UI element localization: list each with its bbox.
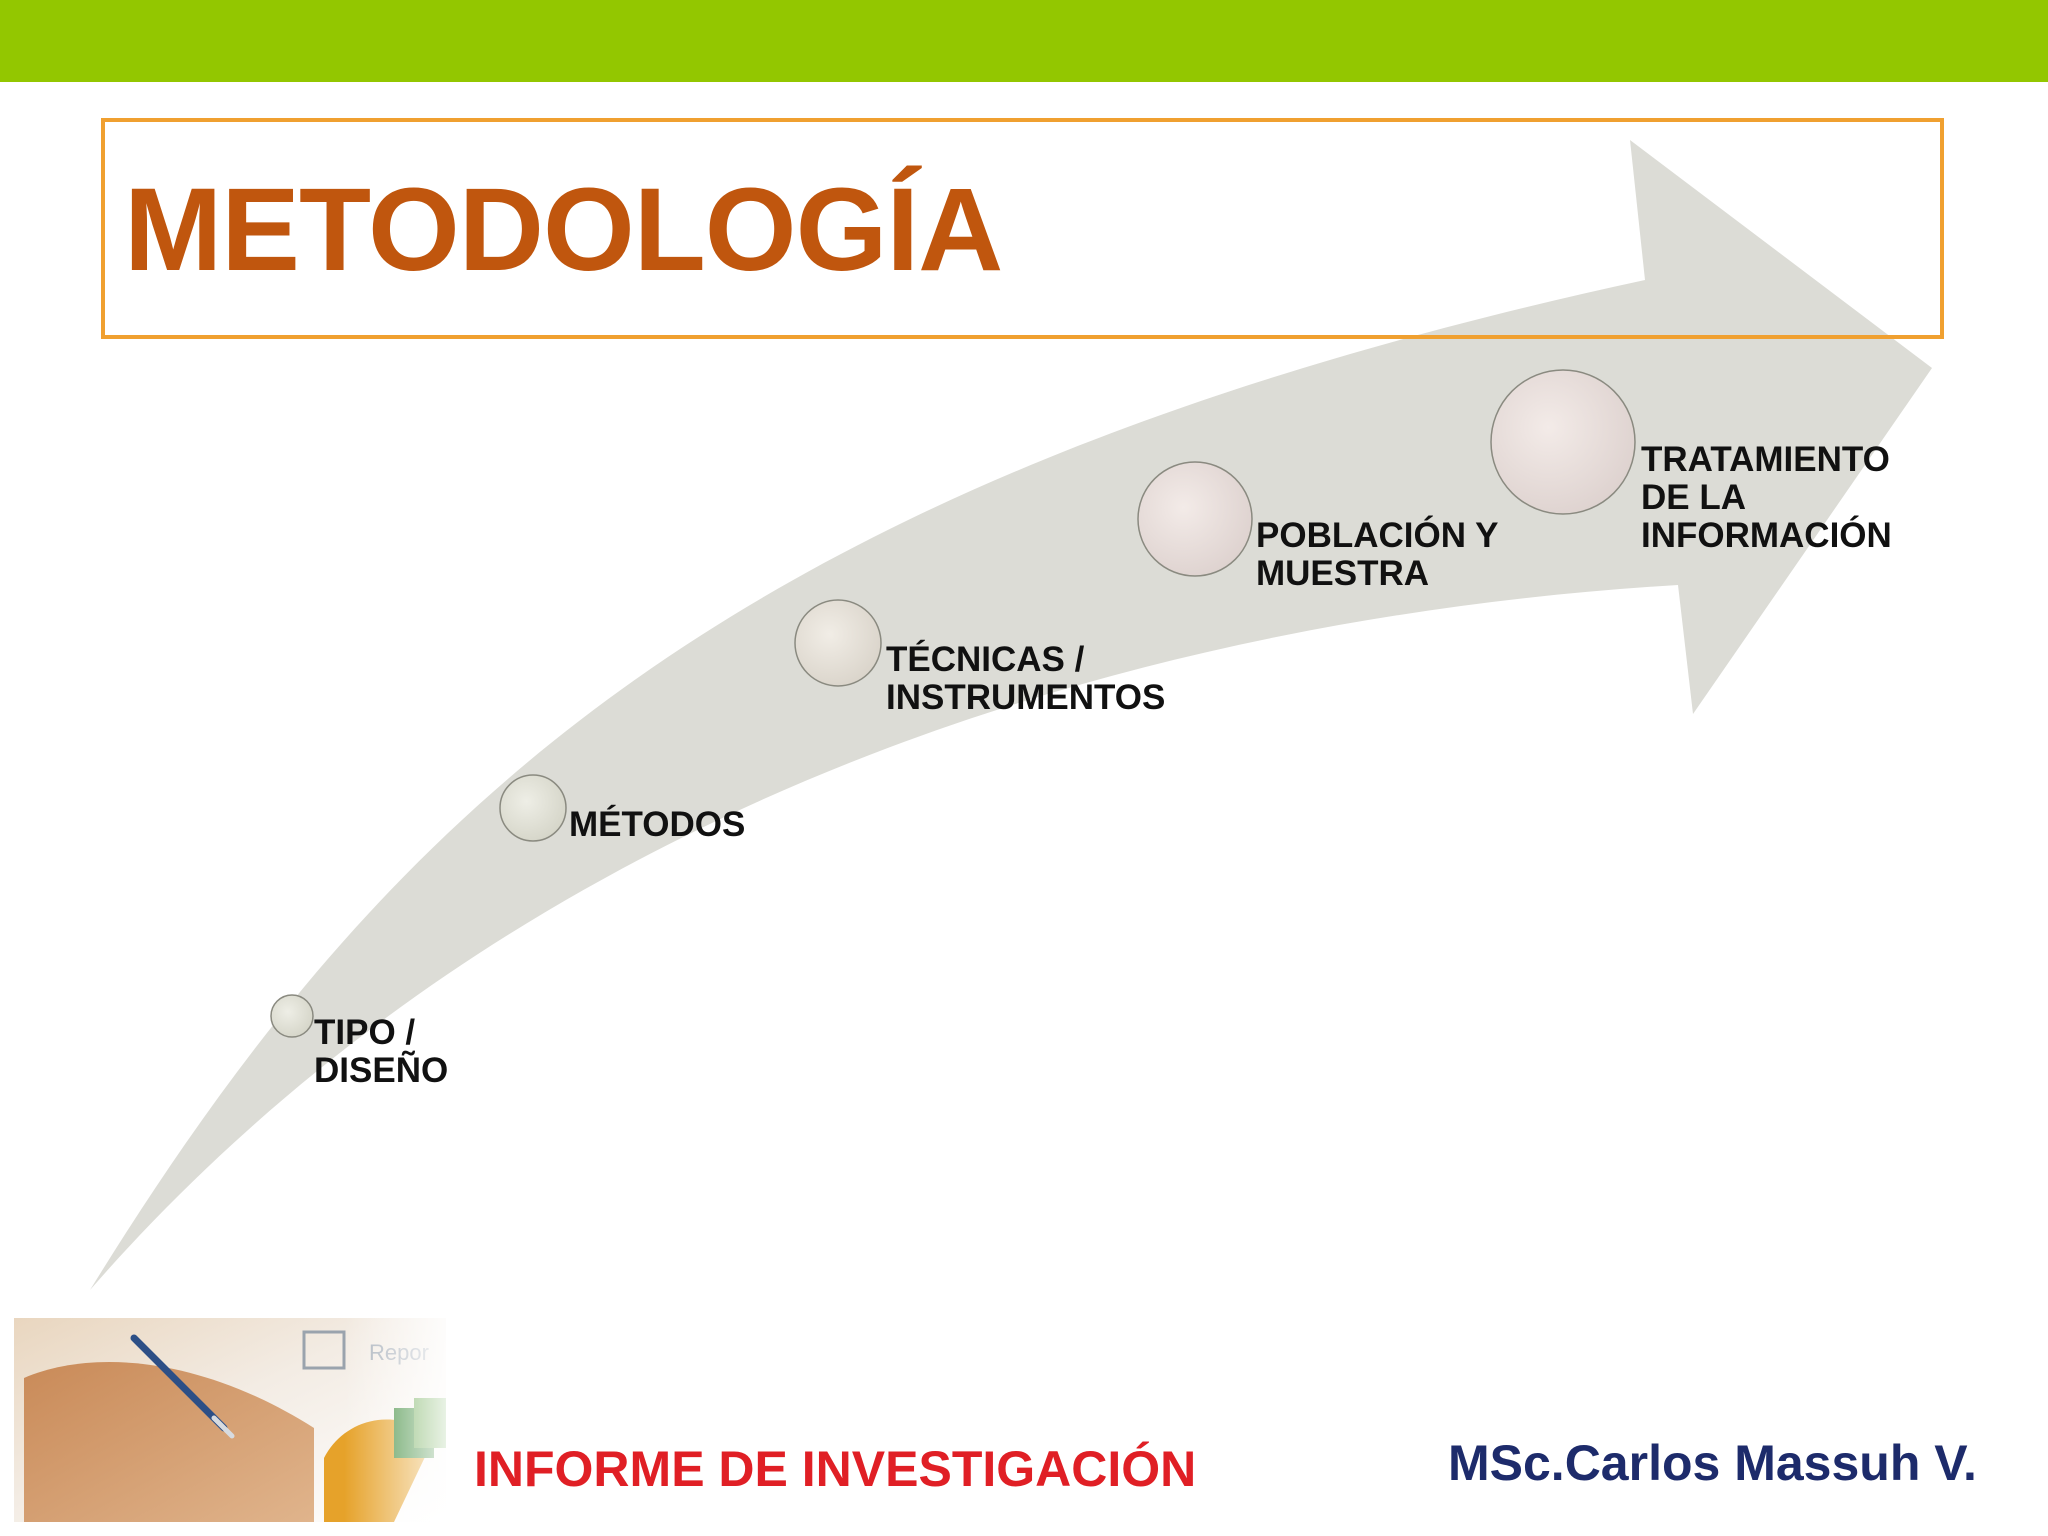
step-circle-tipo — [270, 994, 314, 1038]
step-label-line: INFORMACIÓN — [1641, 516, 1892, 555]
step-label-tecnicas: TÉCNICAS / INSTRUMENTOS — [886, 641, 1165, 717]
step-label-line: TRATAMIENTO — [1641, 440, 1890, 479]
step-label-line: MÉTODOS — [569, 805, 746, 844]
step-label-line: DE LA — [1641, 478, 1746, 517]
top-accent-bar — [0, 0, 2048, 82]
step-label-poblacion: POBLACIÓN Y MUESTRA — [1256, 517, 1498, 593]
step-label-tratamiento: TRATAMIENTO DE LA INFORMACIÓN — [1641, 441, 1892, 555]
step-label-tipo: TIPO / DISEÑO — [314, 1014, 448, 1090]
footer-report-title: INFORME DE INVESTIGACIÓN — [474, 1441, 1197, 1497]
step-circle-metodos — [499, 774, 567, 842]
step-label-line: TÉCNICAS / — [886, 640, 1085, 679]
step-label-line: TIPO / — [314, 1013, 416, 1052]
step-circle-tratamiento — [1490, 369, 1636, 515]
report-writing-photo: Repor — [14, 1318, 446, 1522]
slide-title: METODOLOGÍA — [124, 164, 1003, 296]
title-frame — [101, 118, 1944, 339]
step-label-line: INSTRUMENTOS — [886, 678, 1166, 717]
footer-author: MSc.Carlos Massuh V. — [1448, 1435, 1977, 1491]
step-label-line: MUESTRA — [1256, 554, 1430, 593]
step-label-line: DISEÑO — [314, 1051, 449, 1090]
curved-arrow-shape — [90, 140, 1932, 1290]
step-label-line: POBLACIÓN Y — [1256, 516, 1499, 555]
step-label-metodos: MÉTODOS — [569, 806, 745, 844]
step-circle-poblacion — [1137, 461, 1253, 577]
step-circle-tecnicas — [794, 599, 882, 687]
